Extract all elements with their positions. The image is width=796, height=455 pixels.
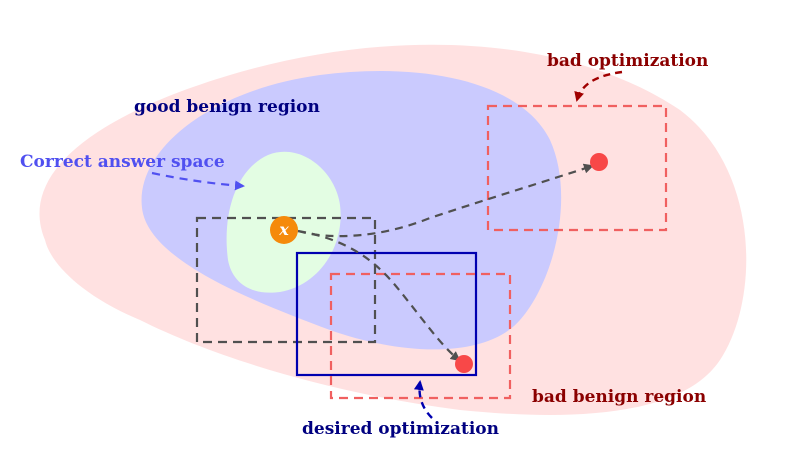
bad-benign-region-box (329, 272, 512, 400)
desired-optimization-point (455, 355, 473, 373)
bad-optimization-box (486, 104, 668, 232)
bad-optimization-pointer (574, 70, 623, 102)
desired-optimization-pointer (413, 380, 433, 419)
input-point-x (270, 216, 298, 244)
neighborhood-box-x (195, 216, 377, 344)
bad-optimization-label: bad optimization (547, 51, 708, 71)
desired-optimization-box (295, 251, 478, 377)
good-benign-region-label: good benign region (134, 97, 320, 117)
correct-answer-space-label: Correct answer space (20, 152, 225, 172)
arrow-to-desired-optimization (297, 229, 461, 362)
input-point-x-label: x (278, 220, 289, 239)
bad-benign-region-label: bad benign region (532, 387, 706, 407)
bad-optimization-point (590, 153, 608, 171)
correct-answer-space-pointer (151, 171, 245, 191)
desired-optimization-label: desired optimization (302, 419, 499, 439)
